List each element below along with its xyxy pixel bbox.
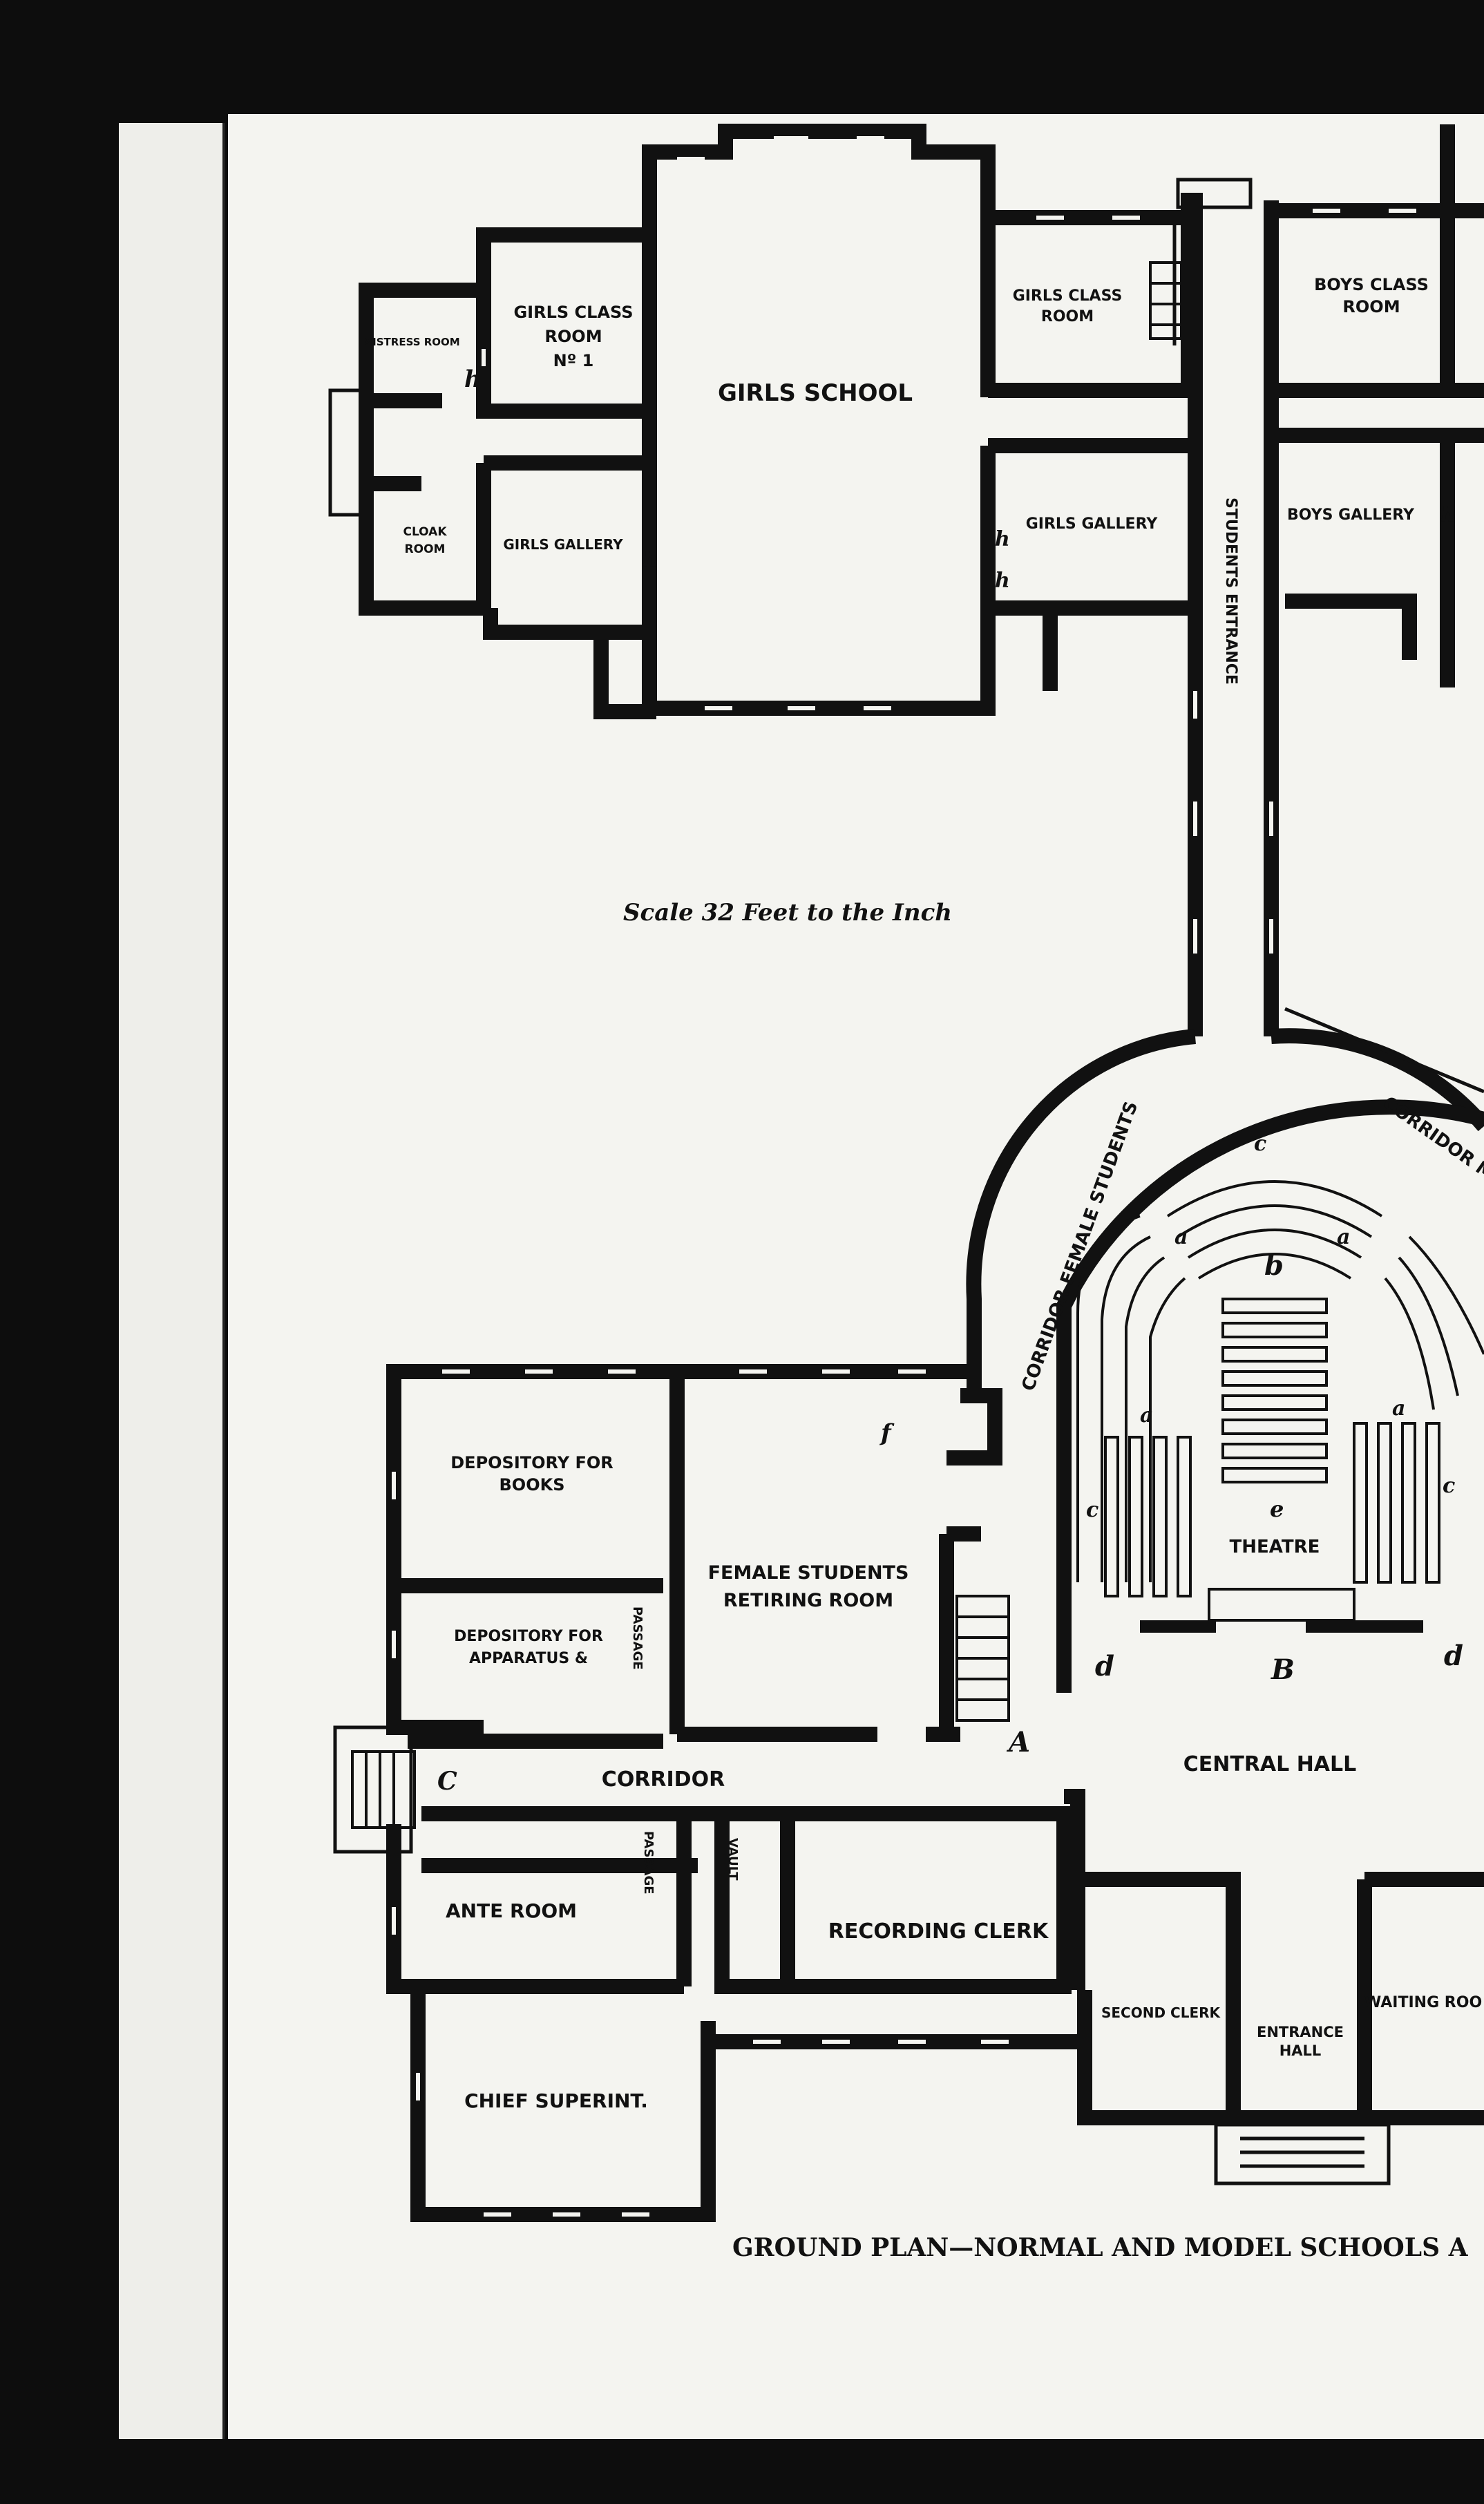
depository-apparatus-label-b: APPARATUS & — [469, 1650, 588, 1667]
boys-gallery-label: BOYS GALLERY — [1287, 506, 1415, 524]
waiting-room-label: WAITING ROO — [1364, 1994, 1482, 2011]
corridor-label: CORRIDOR — [602, 1767, 725, 1792]
girls-class-room-2-label-b: ROOM — [1041, 308, 1094, 325]
letter-A: A — [1006, 1726, 1030, 1758]
letter-a-1: a — [1174, 1225, 1188, 1249]
female-retiring-label-b: RETIRING ROOM — [723, 1590, 893, 1611]
letter-h-3: h — [995, 569, 1010, 593]
letter-a-2: a — [1337, 1225, 1350, 1249]
girls-gallery-2-label: GIRLS GALLERY — [1026, 515, 1159, 533]
second-clerk-label: SECOND CLERK — [1101, 2004, 1221, 2021]
chief-superint-label: CHIEF SUPERINT. — [464, 2089, 648, 2112]
letter-h-2: h — [995, 527, 1010, 551]
entrance-hall-label-b: HALL — [1280, 2042, 1322, 2059]
female-retiring-label-a: FEMALE STUDENTS — [708, 1562, 909, 1584]
recording-clerk-label: RECORDING CLERK — [828, 1919, 1049, 1944]
plan-caption: GROUND PLAN—NORMAL AND MODEL SCHOOLS A — [732, 2233, 1469, 2262]
theatre-label: THEATRE — [1230, 1537, 1320, 1557]
depository-books-label-b: BOOKS — [500, 1475, 565, 1495]
corridor-female-label: CORRIDOR FEMALE STUDENTS — [1018, 1099, 1142, 1394]
entrance-hall-label-a: ENTRANCE — [1257, 2024, 1344, 2040]
depository-apparatus-label-a: DEPOSITORY FOR — [454, 1628, 603, 1645]
letter-a-4: a — [1392, 1396, 1405, 1421]
stage-front — [1140, 1620, 1423, 1633]
depository-books-label-a: DEPOSITORY FOR — [450, 1453, 613, 1472]
letter-f: f — [879, 1419, 895, 1447]
letter-c-top: c — [1254, 1132, 1266, 1156]
girls-class-room-2-label-a: GIRLS CLASS — [1013, 287, 1123, 305]
page-left-edge — [119, 123, 225, 2439]
cloak-room-label-b: ROOM — [405, 542, 446, 556]
letter-d-1: d — [1095, 1650, 1114, 1682]
passage-1-label: PASSAGE — [630, 1606, 645, 1670]
letter-h-1: h — [464, 366, 482, 393]
vault-label: VAULT — [725, 1838, 740, 1881]
boys-class-room-label-a: BOYS CLASS — [1314, 275, 1429, 294]
window-marks — [392, 136, 1416, 2217]
students-entrance-label: STUDENTS ENTRANCE — [1222, 497, 1239, 685]
letter-d-2: d — [1444, 1640, 1463, 1672]
room-labels: MISTRESS ROOM GIRLS CLASS ROOM Nº 1 GIRL… — [362, 275, 1484, 2112]
letter-b: b — [1264, 1249, 1284, 1282]
girls-class-room-1-label-b: ROOM — [544, 327, 602, 346]
key-letters: h h h h h c a a b a a c c e f d d A B C — [437, 366, 1463, 1796]
scale-note: Scale 32 Feet to the Inch — [623, 899, 952, 927]
boys-class-room-label-b: ROOM — [1342, 297, 1400, 316]
mistress-room-label: MISTRESS ROOM — [362, 336, 459, 348]
passage-2-label: PASSAGE — [641, 1831, 656, 1895]
letter-c-left: c — [1086, 1498, 1098, 1522]
letter-e: e — [1270, 1496, 1284, 1522]
girls-school-label: GIRLS SCHOOL — [718, 379, 913, 407]
girls-gallery-1-label: GIRLS GALLERY — [503, 536, 623, 553]
letter-c-right: c — [1443, 1474, 1455, 1498]
letter-h-4: h — [643, 548, 658, 572]
letter-a-3: a — [1140, 1403, 1153, 1428]
ante-room-label: ANTE ROOM — [446, 1899, 577, 1922]
theatre-seating — [1076, 1180, 1484, 1622]
letter-B: B — [1271, 1653, 1295, 1686]
letter-h-5: h — [1440, 503, 1456, 527]
letter-C: C — [437, 1767, 457, 1796]
central-hall-label: CENTRAL HALL — [1183, 1752, 1357, 1776]
girls-class-room-1-label-c: Nº 1 — [553, 351, 594, 370]
porch-outlines — [328, 178, 1484, 2185]
girls-class-room-1-label-a: GIRLS CLASS — [513, 303, 633, 322]
cloak-room-label-a: CLOAK — [403, 525, 447, 539]
stairs — [351, 261, 1183, 1829]
